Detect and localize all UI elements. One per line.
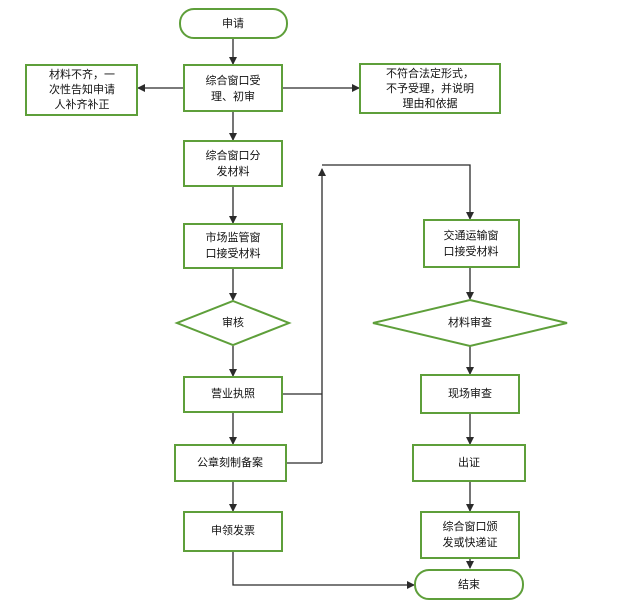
market-window-box [183,223,283,269]
site-review-box [420,374,520,414]
node-material-review: 材料审查 [372,298,568,348]
supplement-label-line-2: 次性告知申请 [49,82,115,96]
node-start: 申请 [179,8,288,39]
distribute-label-line-1: 综合窗口分 [206,148,261,162]
node-business-license: 营业执照 [183,376,283,413]
arrow-riser-to-transport [322,164,474,220]
end-terminator-shape [414,569,524,600]
transport-window-box [423,219,520,268]
site-review-label: 现场审查 [448,386,492,400]
connectors [137,38,474,589]
reject-box [359,63,501,114]
accept-label-line-2: 理、初审 [211,89,255,103]
transport-window-label-line-1: 交通运输窗 [444,228,499,242]
supplement-label-line-3: 人补齐补正 [55,97,110,111]
business-license-label: 营业执照 [211,386,255,400]
accept-label-line-1: 综合窗口受 [206,73,261,87]
node-accept: 综合窗口受 理、初审 [183,64,283,112]
seal-filing-label: 公章刻制备案 [197,455,263,469]
review-diamond [174,299,292,347]
node-market-window: 市场监管窗 口接受材料 [183,223,283,269]
market-window-label-line-1: 市场监管窗 [206,230,261,244]
node-issue: 综合窗口颁 发或快递证 [420,511,520,559]
start-terminator-shape [179,8,288,39]
material-review-diamond [372,298,568,348]
seal-filing-box [174,444,287,482]
distribute-label-line-2: 发材料 [217,164,250,178]
invoice-label: 申领发票 [211,523,255,537]
node-invoice: 申领发票 [183,511,283,552]
certificate-box [412,444,526,482]
reject-label-line-2: 不予受理，并说明 [386,81,474,95]
start-label: 申请 [222,17,244,30]
reject-label-line-1: 不符合法定形式， [386,66,474,80]
invoice-box [183,511,283,552]
transport-window-label-line-2: 口接受材料 [444,244,499,258]
node-review: 审核 [174,299,292,347]
node-certificate: 出证 [412,444,526,482]
node-seal-filing: 公章刻制备案 [174,444,287,482]
supplement-label-line-1: 材料不齐，一 [49,67,115,81]
node-supplement: 材料不齐，一 次性告知申请 人补齐补正 [25,64,138,116]
market-window-label-line-2: 口接受材料 [206,246,261,260]
arrow-invoice-to-end [232,551,415,589]
material-review-label: 材料审查 [448,315,492,329]
certificate-label: 出证 [458,455,480,469]
issue-label-line-1: 综合窗口颁 [443,519,498,533]
distribute-box [183,140,283,187]
node-transport-window: 交通运输窗 口接受材料 [423,219,520,268]
issue-label-line-2: 发或快递证 [443,535,498,549]
node-distribute: 综合窗口分 发材料 [183,140,283,187]
node-end: 结束 [414,569,524,600]
issue-box [420,511,520,559]
review-label: 审核 [222,315,244,329]
business-license-box [183,376,283,413]
reject-label-line-3: 理由和依据 [403,96,458,110]
accept-box [183,64,283,112]
node-reject: 不符合法定形式， 不予受理，并说明 理由和依据 [359,63,501,114]
end-label: 结束 [458,578,480,591]
node-site-review: 现场审查 [420,374,520,414]
supplement-box [25,64,138,116]
